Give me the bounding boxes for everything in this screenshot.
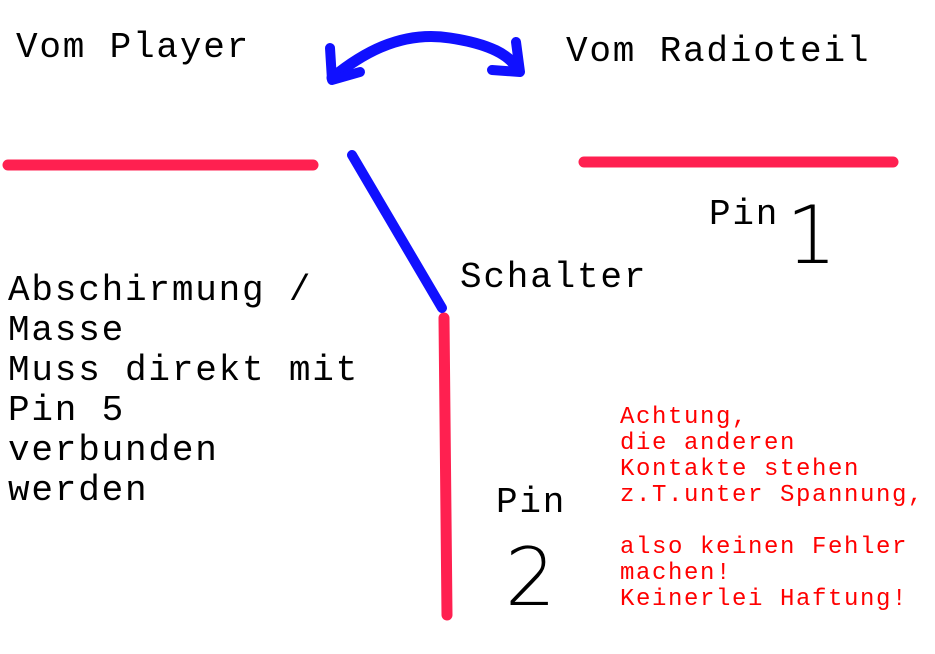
pin2-number: 2 — [505, 531, 556, 624]
warning-line: Keinerlei Haftung! — [620, 586, 909, 613]
pin1-number: 1 — [786, 189, 837, 282]
shield-note-line: Muss direkt mit — [8, 350, 360, 391]
warning-line: also keinen Fehler — [620, 534, 909, 561]
pin2-label: Pin — [496, 482, 567, 523]
shield-note-line: Pin 5 — [8, 390, 126, 431]
switch-label: Schalter — [460, 257, 648, 298]
switch-lever — [347, 150, 447, 313]
warning-line: machen! — [620, 560, 733, 587]
warning-line: z.T.unter Spannung, — [620, 482, 925, 509]
shield-note-line: werden — [8, 470, 149, 511]
warning-line: Kontakte stehen — [620, 456, 861, 483]
arrowhead-right-icon — [487, 37, 525, 77]
warning-line: Achtung, — [620, 404, 749, 431]
shield-note-line: Masse — [8, 310, 126, 351]
from-radio-label: Vom Radioteil — [566, 31, 871, 72]
arrowhead-left-icon — [325, 43, 365, 85]
warning-line: die anderen — [620, 430, 797, 457]
toggle-arrow-icon — [326, 31, 524, 84]
warning-spacer — [620, 509, 924, 535]
shield-note-line: verbunden — [8, 430, 219, 471]
from-player-label: Vom Player — [16, 27, 251, 68]
warning-note: Achtung, die anderen Kontakte stehen z.T… — [620, 405, 924, 613]
pin1-label: Pin — [709, 194, 780, 235]
pin2-wire — [438, 312, 453, 621]
shield-note: Abschirmung / Masse Muss direkt mit Pin … — [8, 271, 359, 511]
shield-note-line: Abschirmung / — [8, 270, 313, 311]
